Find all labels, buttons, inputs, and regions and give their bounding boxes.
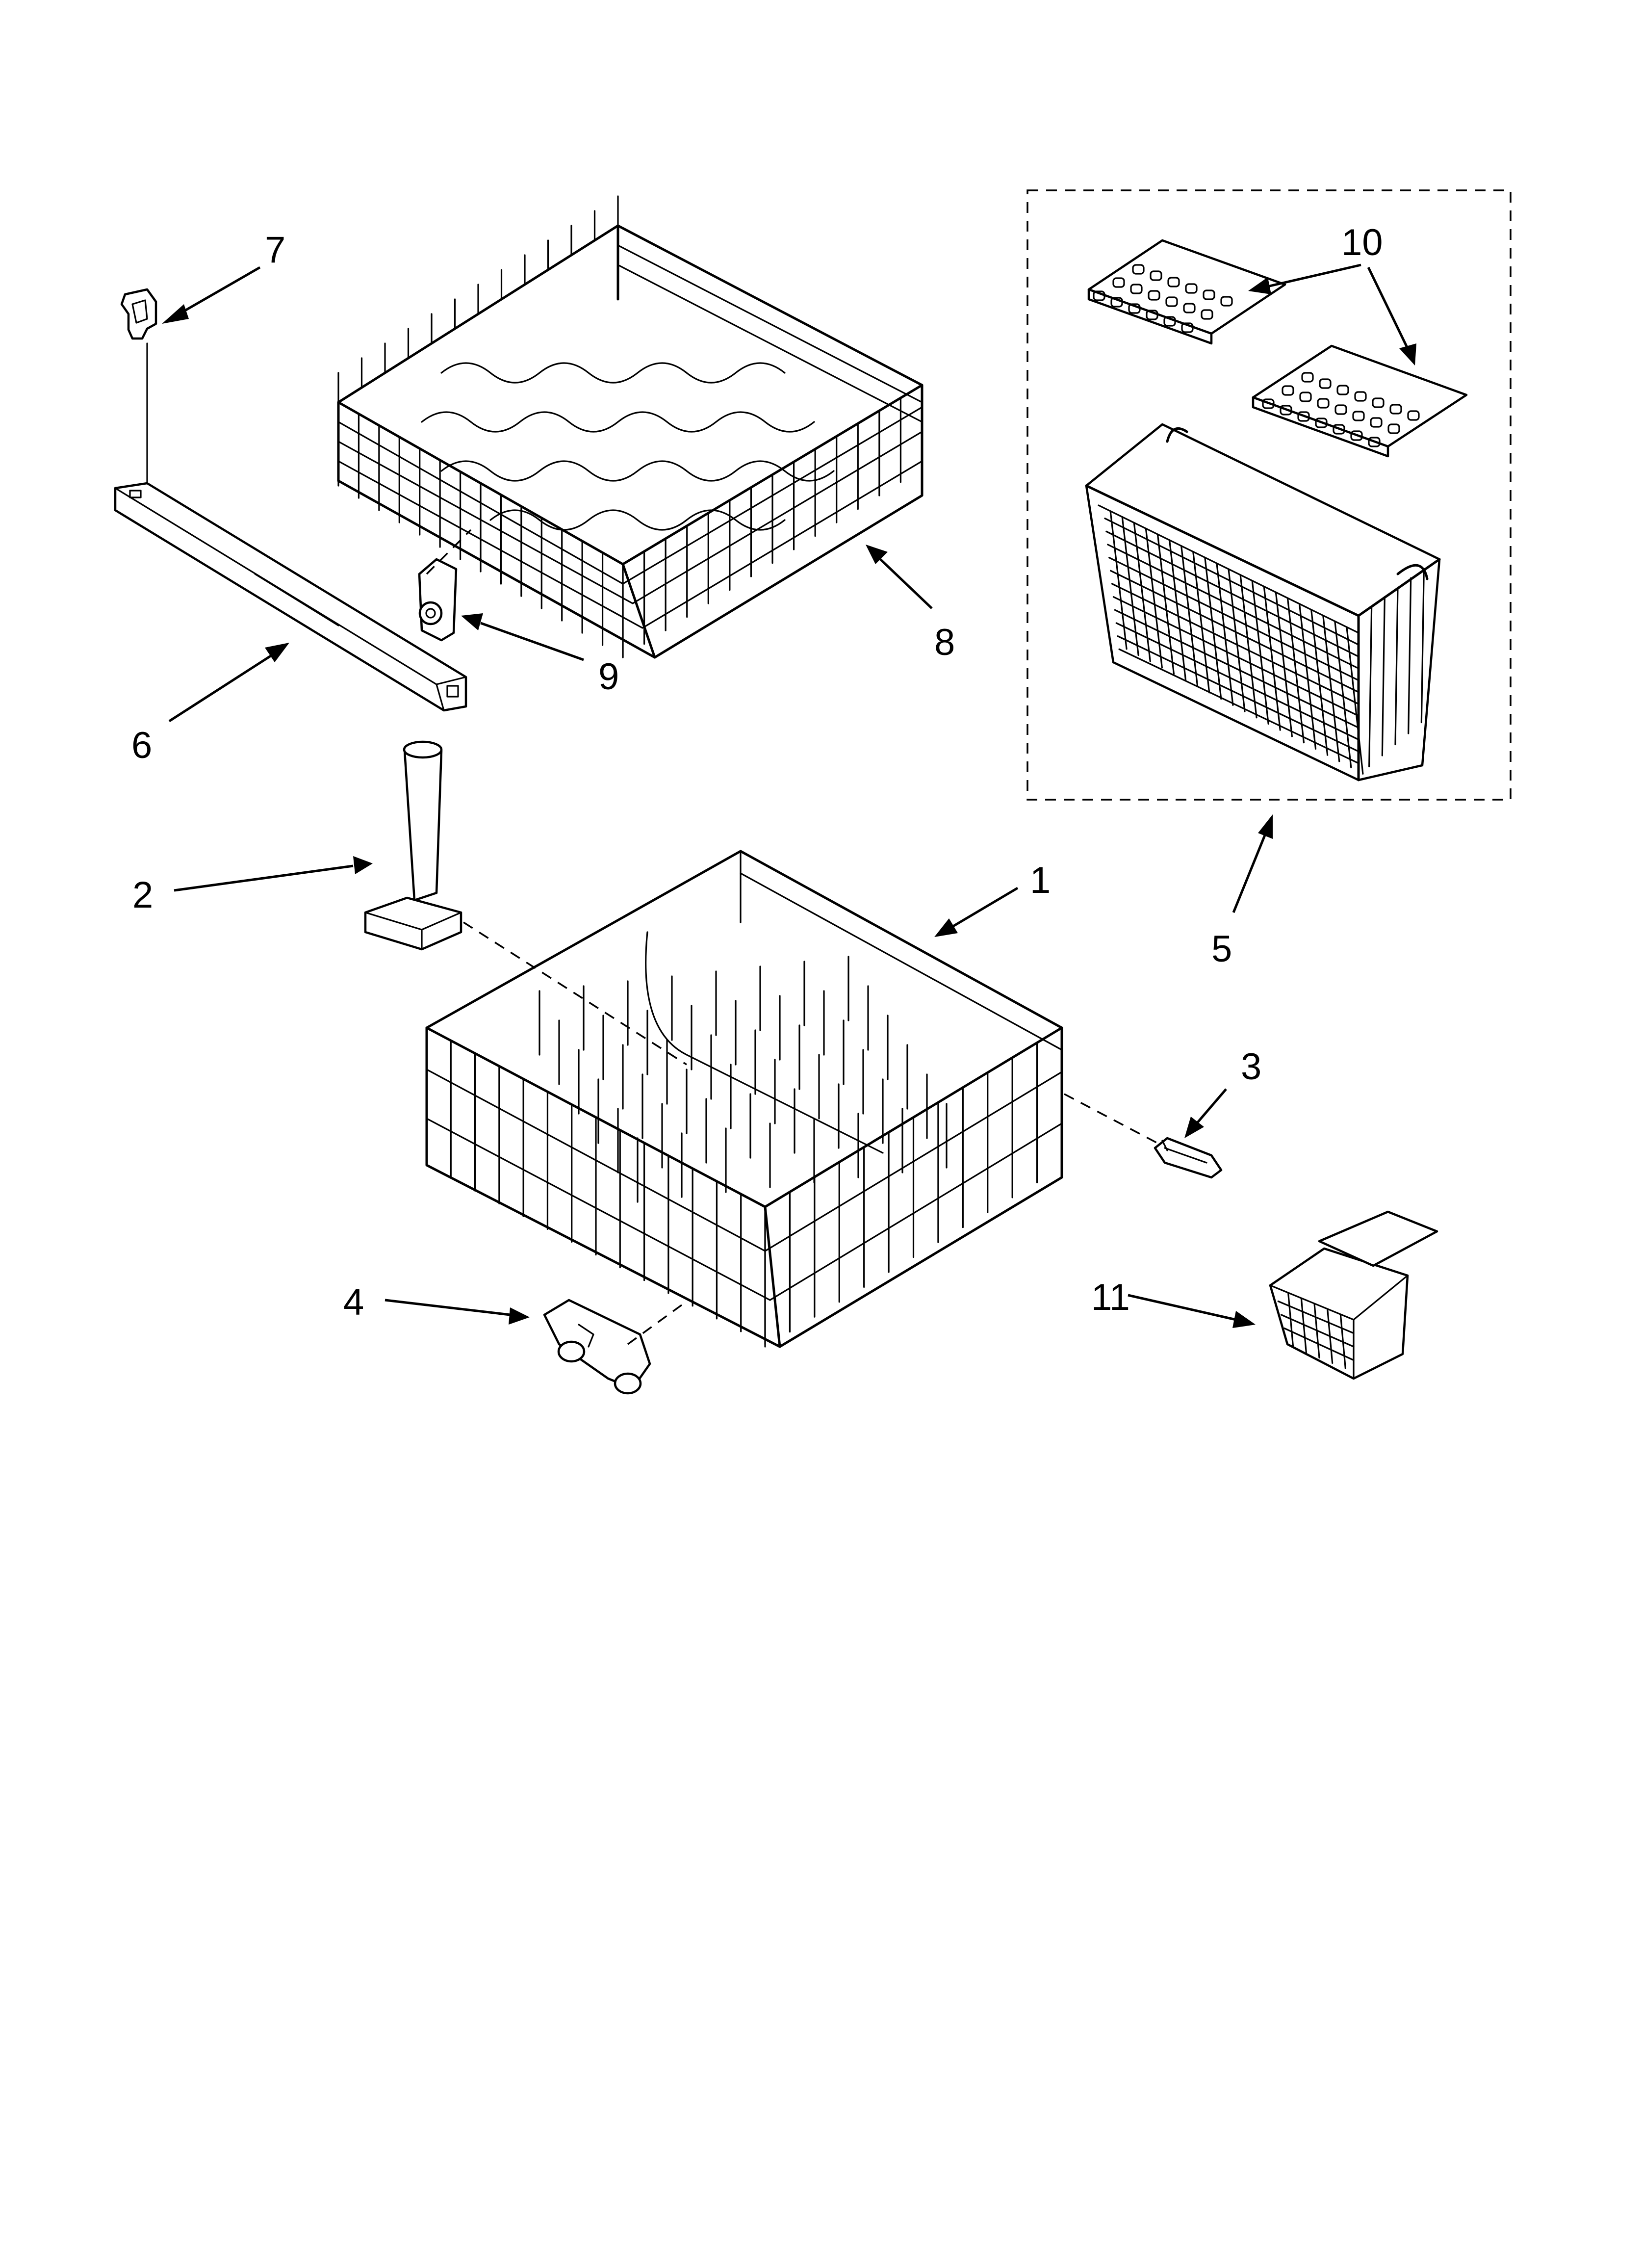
- callout-11: 11: [1091, 1277, 1130, 1318]
- assembly-line-3: [1064, 1093, 1158, 1144]
- callout-1: 1: [1030, 860, 1051, 901]
- part-5-cutlery-basket: [1085, 423, 1441, 782]
- assembly-line-9: [426, 529, 472, 575]
- callout-9: 9: [598, 656, 619, 698]
- part-9-roller: [418, 558, 458, 642]
- callout-4: 4: [343, 1281, 364, 1323]
- part-4-wheel-holder: [543, 1299, 651, 1395]
- part-3-clip: [1154, 1137, 1223, 1179]
- part-7-clip: [120, 288, 157, 484]
- leader-11: [1128, 1294, 1256, 1328]
- part-8-upper-rack: [337, 195, 924, 659]
- assembly-line-2: [463, 921, 687, 1066]
- part-2-tube: [364, 740, 462, 951]
- leader-1: [934, 886, 1019, 937]
- leader-5: [1232, 814, 1273, 913]
- callout-7: 7: [265, 229, 285, 271]
- leader-10a: [1248, 263, 1361, 294]
- callout-2: 2: [132, 874, 153, 916]
- assembly-line-4: [627, 1304, 683, 1345]
- part-11-small-basket: [1269, 1210, 1438, 1380]
- leader-6: [168, 643, 289, 723]
- leader-8: [866, 545, 933, 609]
- callout-8: 8: [934, 622, 955, 663]
- leader-4: [385, 1299, 530, 1325]
- leader-10b: [1367, 266, 1416, 365]
- callout-5: 5: [1211, 928, 1232, 970]
- leader-7: [162, 266, 261, 324]
- callout-10: 10: [1341, 222, 1383, 263]
- part-10-lid-upper: [1087, 239, 1286, 345]
- leader-2: [174, 856, 373, 892]
- leader-9: [461, 613, 584, 661]
- callout-3: 3: [1241, 1046, 1261, 1088]
- callout-6: 6: [131, 725, 152, 766]
- part-1-lower-rack: [425, 850, 1063, 1348]
- leader-3: [1184, 1088, 1227, 1138]
- part-6-rail: [114, 482, 467, 712]
- part-10-lid-lower: [1252, 344, 1468, 458]
- kit-boundary-box: [1026, 189, 1512, 801]
